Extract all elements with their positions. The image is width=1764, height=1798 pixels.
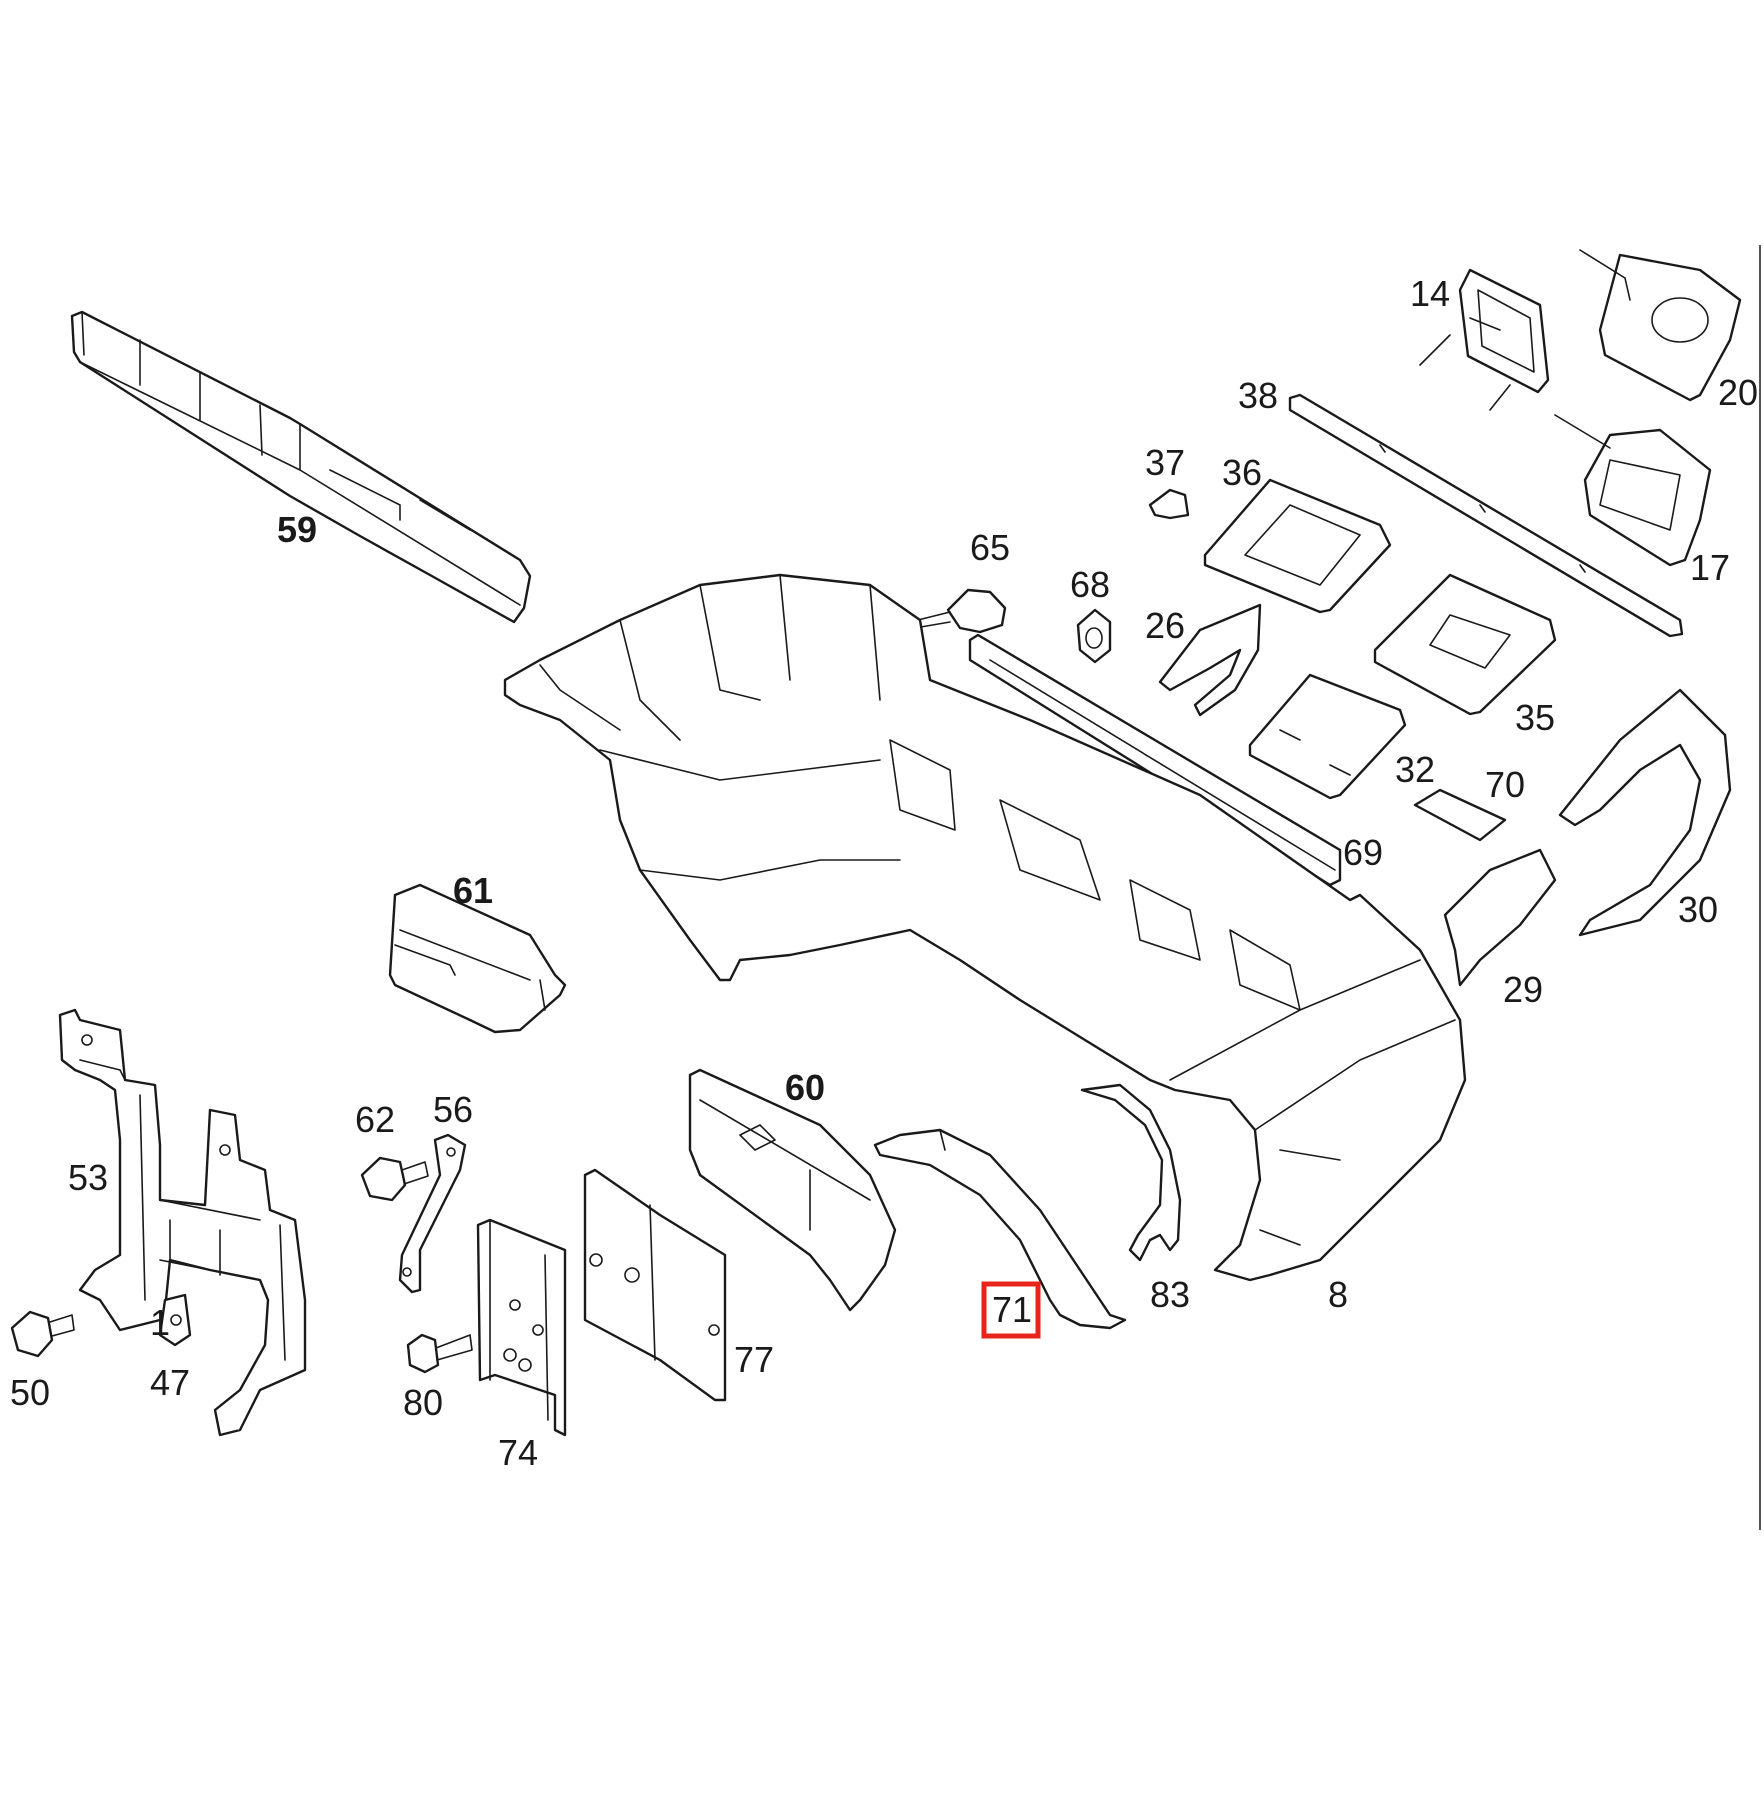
callout-30: 30 [1678,889,1718,930]
part-32-panel [1248,673,1407,800]
part-83-arch-strip [1080,1083,1182,1262]
callout-60: 60 [785,1067,825,1108]
callout-29: 29 [1503,969,1543,1010]
callout-77: 77 [734,1339,774,1380]
part-14-bracket [1419,268,1550,411]
callout-35: 35 [1515,697,1555,738]
part-26-trim [1158,603,1262,717]
callout-62: 62 [355,1099,395,1140]
part-36-panel [1203,478,1392,614]
part-20-cover [1579,249,1742,402]
callout-32: 32 [1395,749,1435,790]
part-59-absorber-bar [70,310,532,624]
callout-71: 71 [992,1289,1032,1330]
callout-47: 47 [150,1362,190,1403]
part-8-bumper-cover [503,573,1467,1282]
part-69-mounting-rail [968,633,1342,887]
part-50-bolt [10,1310,75,1358]
part-61-absorber [388,883,567,1034]
callout-61: 61 [453,870,493,911]
callout-56: 56 [433,1089,473,1130]
callout-1: 1 [150,1302,170,1343]
callout-59: 59 [277,509,317,550]
callout-8: 8 [1328,1274,1348,1315]
part-62-bolt [360,1156,429,1202]
callout-26: 26 [1145,605,1185,646]
part-80-screw [406,1333,473,1374]
part-74-bracket-plate [476,1218,567,1437]
part-29-trim [1443,848,1557,987]
callout-68: 68 [1070,564,1110,605]
callout-20: 20 [1718,372,1758,413]
part-30-arch-trim [1558,688,1732,937]
callout-65: 65 [970,527,1010,568]
part-35-panel [1373,573,1557,716]
callout-70: 70 [1485,764,1525,805]
part-65-bolt [914,588,1007,634]
callout-74: 74 [498,1432,538,1473]
callout-38: 38 [1238,375,1278,416]
part-37-clip [1148,488,1190,520]
callout-69: 69 [1343,832,1383,873]
callout-36: 36 [1222,452,1262,493]
part-71-trim-strip [873,1128,1127,1330]
callout-17: 17 [1690,547,1730,588]
callout-80: 80 [403,1382,443,1423]
part-53-bracket-assembly [58,1008,307,1437]
part-70-plate [1413,788,1507,842]
highlight-box-71 [981,1281,1041,1339]
part-38-trim-strip [1288,393,1684,638]
part-56-strap [398,1133,467,1294]
callout-50: 50 [10,1372,50,1413]
part-60-absorber [688,1068,897,1312]
callout-83: 83 [1150,1274,1190,1315]
part-17-cover [1554,414,1712,567]
callout-53: 53 [68,1157,108,1198]
callout-14: 14 [1410,273,1450,314]
part-68-nut [1076,608,1112,664]
callout-labels: 14 20 38 37 36 17 59 65 68 26 35 32 70 6… [10,273,1758,1473]
callout-37: 37 [1145,442,1185,483]
part-77-mounting-plate [583,1168,727,1402]
part-47-clip-nut [158,1293,192,1347]
